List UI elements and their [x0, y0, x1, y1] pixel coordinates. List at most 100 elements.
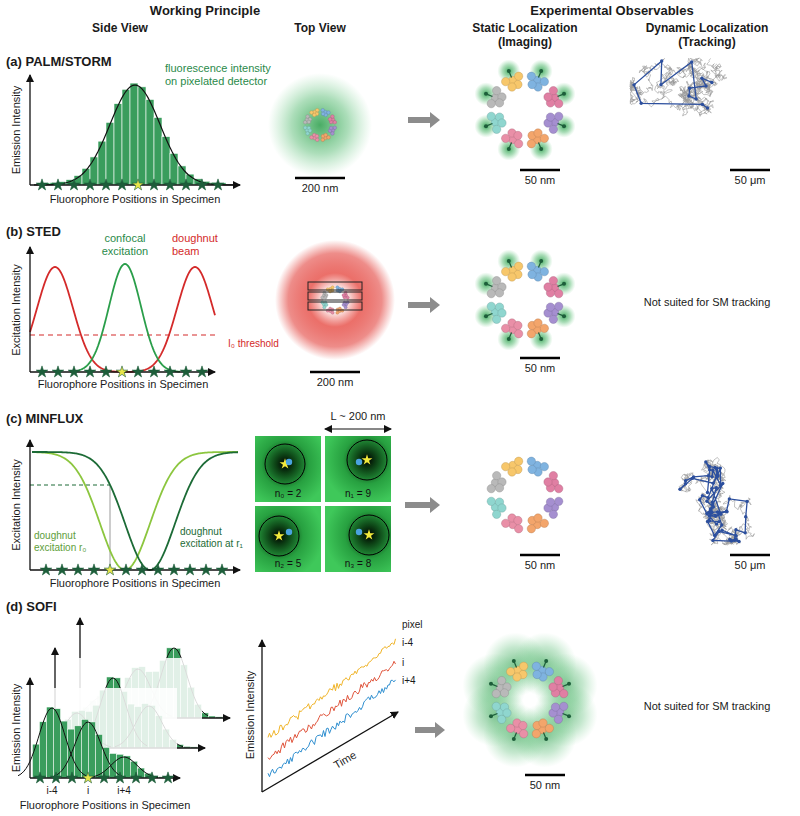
emission-glow — [533, 653, 597, 717]
protein-subunit — [315, 138, 319, 142]
fluorophore-star — [34, 772, 46, 783]
localization-point — [710, 475, 713, 478]
protein-subunit — [534, 319, 542, 327]
protein-subunit — [328, 117, 332, 121]
y-axis — [29, 247, 30, 372]
protein-subunit — [329, 126, 333, 130]
protein-subunit — [532, 730, 540, 738]
dimension-label: L ~ 200 nm — [331, 410, 386, 423]
localization-point — [706, 496, 709, 499]
excitation-curve — [70, 264, 180, 372]
layer-ground — [31, 688, 177, 778]
psf-curve — [90, 757, 158, 777]
axis-label: Fluorophore Positions in Specimen — [38, 378, 209, 391]
annotation: fluorescence intensity on pixelated dete… — [165, 62, 285, 87]
localization-point — [718, 511, 721, 514]
localization-point — [698, 498, 701, 501]
protein-subunit — [555, 302, 563, 310]
localization-point — [704, 460, 707, 463]
pixel-bar — [146, 99, 154, 185]
protein-subunit — [303, 120, 307, 124]
fluorophore-star — [72, 564, 84, 575]
fluorophore-dot — [507, 259, 511, 263]
photon-count: n₁ = 9 — [345, 488, 371, 500]
protein-subunit — [546, 498, 554, 506]
trace-label: i-4 — [402, 637, 413, 649]
fluorophore-dot — [484, 314, 488, 318]
fluorophore-dot — [507, 147, 511, 151]
fluorophore-star — [66, 772, 78, 783]
scale-bar — [295, 177, 345, 180]
fluorophore-star — [146, 772, 158, 783]
protein-subunit — [514, 72, 522, 80]
fluorophore-star — [164, 366, 176, 377]
y-axis — [29, 678, 30, 778]
photon-count: n₀ = 2 — [275, 488, 302, 500]
fluorophore-dot — [544, 737, 548, 741]
minflux-panel — [30, 429, 770, 575]
fluorophore-dot — [489, 714, 493, 718]
doughnut-center — [364, 529, 375, 539]
protein-subunit — [336, 286, 339, 289]
protein-subunit — [560, 689, 568, 697]
protein-subunit — [555, 497, 563, 505]
fluorophore-dot — [286, 529, 292, 535]
localization-point — [701, 103, 704, 106]
trace-label: i — [402, 657, 404, 669]
pixel-bar — [138, 87, 146, 185]
protein-subunit — [555, 484, 563, 492]
probe-circle — [259, 516, 299, 556]
protein-subunit — [333, 126, 337, 130]
protein-subunit — [527, 72, 535, 80]
localization-point — [710, 487, 713, 490]
protein-subunit — [312, 113, 316, 117]
fluorophore-star — [196, 179, 208, 190]
fluorophore-dot — [484, 92, 488, 96]
time-axis — [262, 712, 398, 792]
axis-label: Time — [331, 749, 358, 772]
pixel-bar — [122, 89, 130, 185]
localization-point — [690, 60, 693, 63]
annotation: I₀ threshold — [228, 338, 279, 350]
photon-count: n₃ = 8 — [345, 558, 372, 570]
protein-subunit — [500, 689, 508, 697]
localization-point — [708, 514, 711, 517]
localization-point — [734, 528, 737, 531]
protein-subunit — [544, 478, 552, 486]
protein-subunit — [321, 112, 325, 116]
annotation: doughnut excitation r₀ — [34, 530, 100, 553]
localization-point — [659, 83, 662, 86]
scale-label: 50 nm — [525, 559, 556, 572]
protein-subunit — [549, 683, 557, 691]
protein-subunit — [324, 296, 327, 299]
pixel-bar — [61, 721, 68, 778]
panel-title: (b) STED — [6, 225, 61, 240]
fluorophore-dot — [544, 659, 548, 663]
localization-point — [678, 488, 681, 491]
fluorophore-star — [162, 772, 174, 783]
protein-subunit — [528, 80, 536, 88]
scan-line — [308, 282, 362, 290]
protein-subunit — [527, 457, 535, 465]
dimension-arrow — [325, 428, 391, 429]
flow-arrow — [415, 722, 445, 738]
fluorophore-star — [36, 179, 48, 190]
y-axis — [29, 75, 30, 185]
panel-title: (c) MINFLUX — [6, 412, 83, 427]
localization-point — [705, 499, 708, 502]
localization-point — [719, 466, 722, 469]
fluorophore-star — [132, 366, 144, 377]
localization-point — [710, 511, 713, 514]
protein-subunit — [527, 330, 535, 338]
note: Not suited for SM tracking — [644, 700, 771, 713]
scale-label: 200 nm — [302, 182, 339, 195]
protein-subunit — [546, 303, 554, 311]
protein-subunit — [487, 99, 495, 107]
localization-point — [728, 497, 731, 500]
localization-point — [701, 494, 704, 497]
protein-subunit — [333, 120, 337, 124]
protein-subunit — [495, 289, 503, 297]
scale-label: 50 nm — [525, 174, 556, 187]
sofi-panel — [18, 618, 597, 792]
